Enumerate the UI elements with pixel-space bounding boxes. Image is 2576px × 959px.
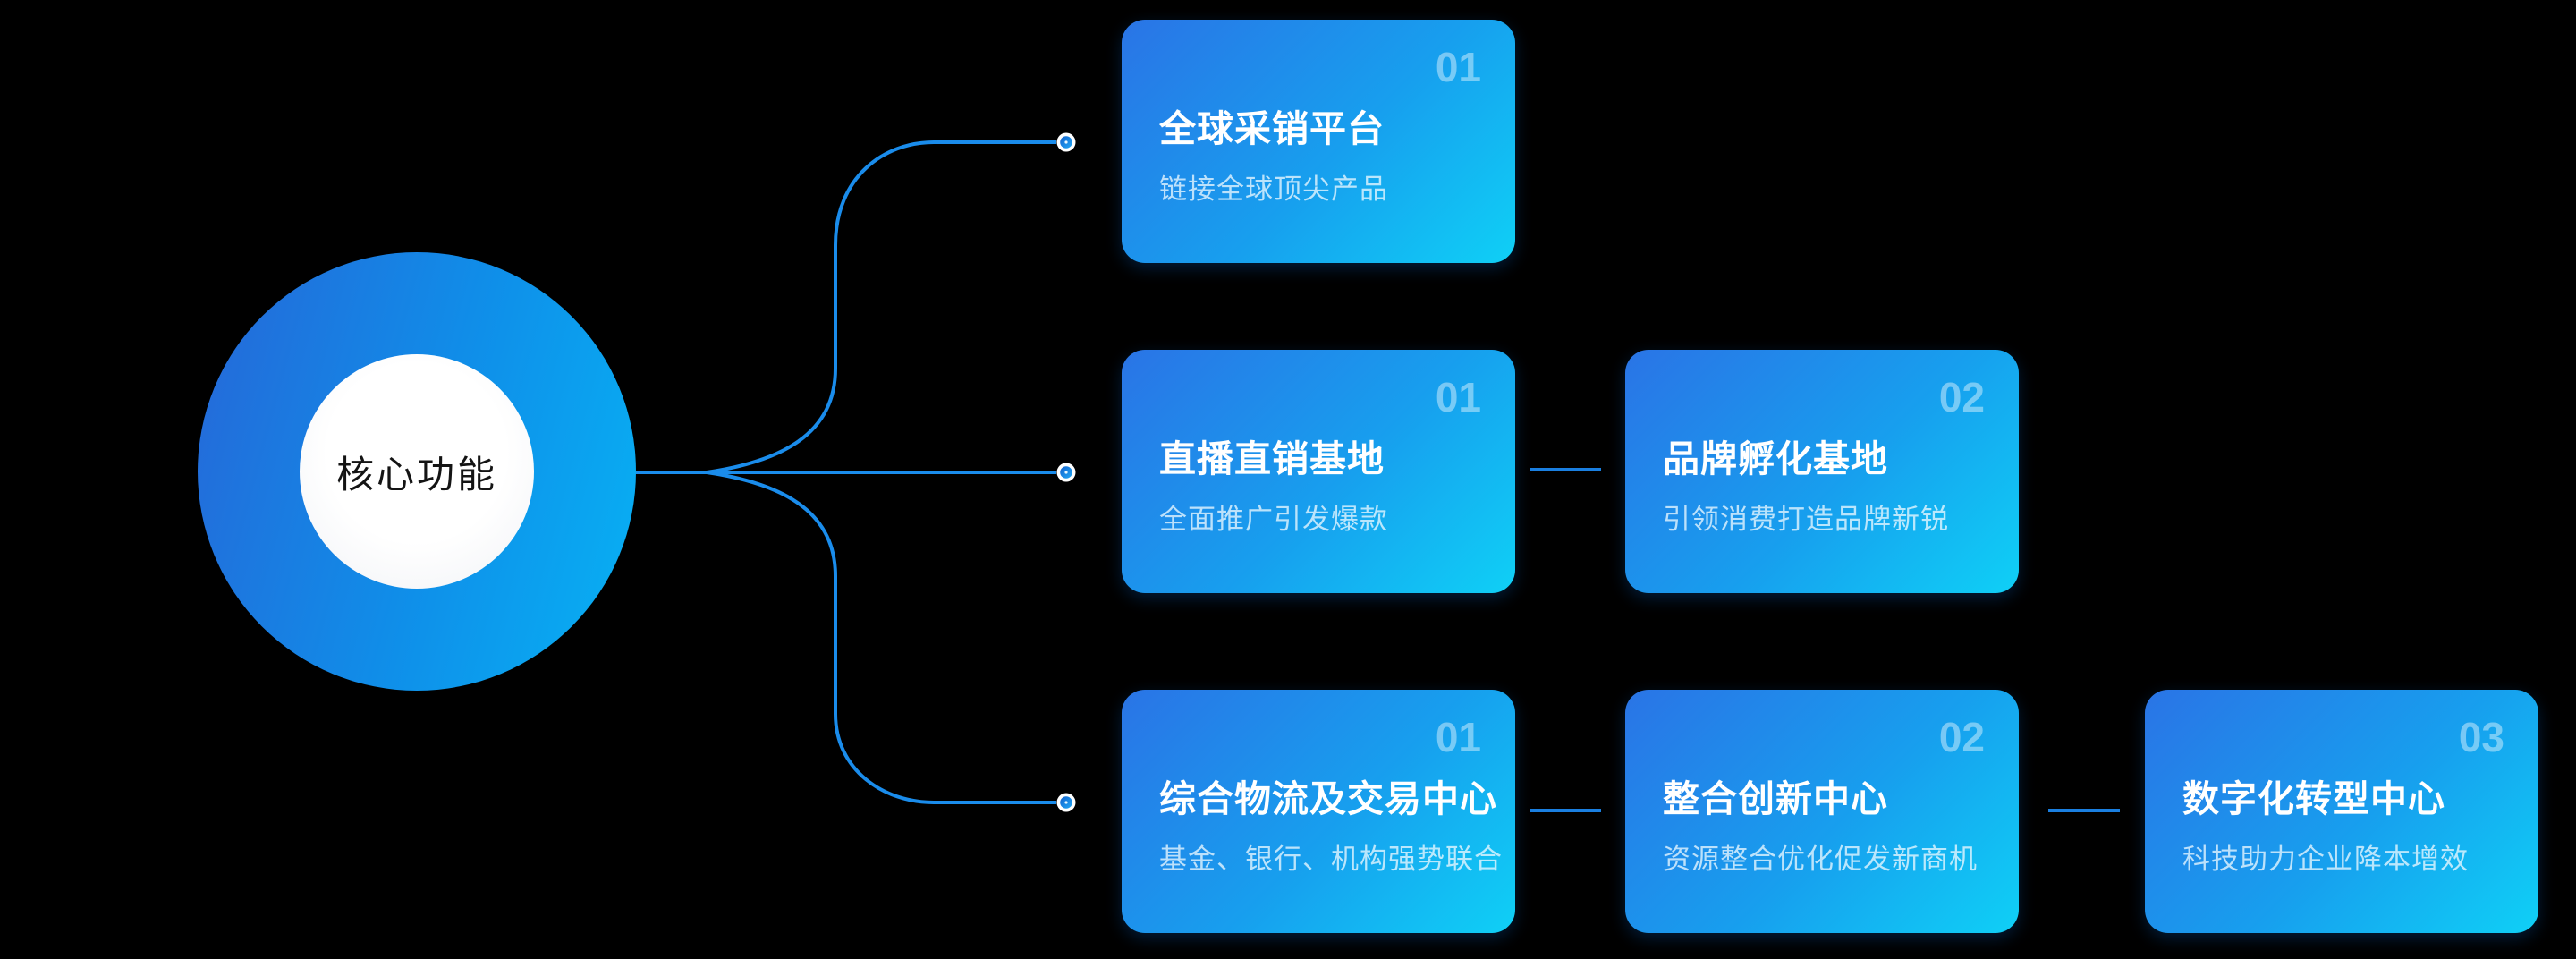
card-subtitle: 全面推广引发爆款	[1159, 504, 1388, 535]
node-dot-row1	[1056, 132, 1076, 152]
card-title: 数字化转型中心	[2182, 778, 2445, 819]
card-title: 直播直销基地	[1159, 438, 1385, 480]
node-dot-row2	[1056, 463, 1076, 482]
branch-line-top	[706, 140, 1056, 474]
card-number: 01	[1435, 714, 1481, 760]
card-live-direct-sales-base: 01 直播直销基地 全面推广引发爆款	[1122, 350, 1515, 593]
card-title: 整合创新中心	[1663, 778, 1888, 819]
core-circle: 核心功能	[198, 252, 636, 691]
card-title: 全球采销平台	[1159, 108, 1385, 149]
card-subtitle: 基金、银行、机构强势联合	[1159, 844, 1503, 875]
card-number: 01	[1435, 44, 1481, 90]
card-digital-transformation-center: 03 数字化转型中心 科技助力企业降本增效	[2145, 690, 2538, 933]
card-logistics-trading-center: 01 综合物流及交易中心 基金、银行、机构强势联合	[1122, 690, 1515, 933]
node-dot-row3	[1056, 793, 1076, 812]
card-integrated-innovation-center: 02 整合创新中心 资源整合优化促发新商机	[1625, 690, 2019, 933]
core-label: 核心功能	[335, 453, 497, 496]
card-title: 品牌孵化基地	[1663, 438, 1888, 480]
card-subtitle: 引领消费打造品牌新锐	[1663, 504, 1949, 535]
card-subtitle: 链接全球顶尖产品	[1159, 174, 1388, 205]
card-title: 综合物流及交易中心	[1159, 778, 1497, 819]
card-global-procurement-platform: 01 全球采销平台 链接全球顶尖产品	[1122, 20, 1515, 263]
card-number: 03	[2458, 714, 2504, 760]
card-subtitle: 资源整合优化促发新商机	[1663, 844, 1978, 875]
card-brand-incubation-base: 02 品牌孵化基地 引领消费打造品牌新锐	[1625, 350, 2019, 593]
card-number: 02	[1938, 714, 1985, 760]
card-number: 02	[1938, 374, 1985, 420]
branch-line-bottom	[706, 471, 1056, 804]
card-number: 01	[1435, 374, 1481, 420]
card-subtitle: 科技助力企业降本增效	[2182, 844, 2469, 875]
core-circle-inner: 核心功能	[300, 354, 534, 589]
